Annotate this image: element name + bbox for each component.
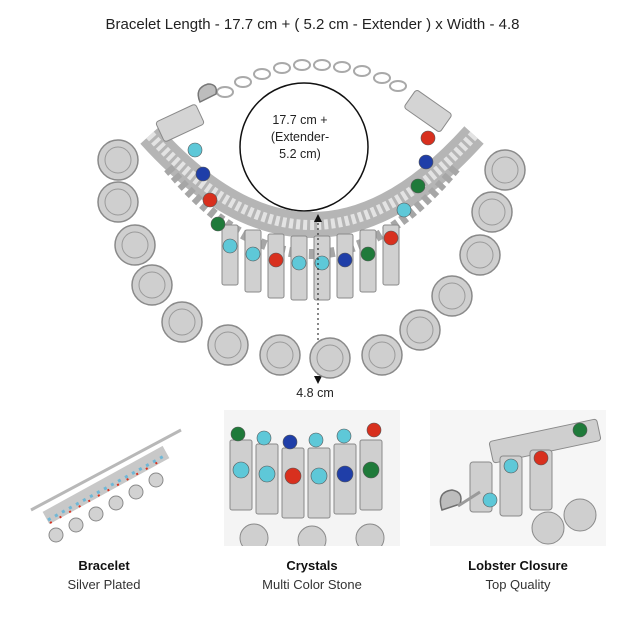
width-measure-label: 4.8 cm: [296, 386, 334, 400]
bracelet-side-image: [30, 428, 182, 543]
feature-title-lobster-closure: Lobster Closure: [468, 558, 568, 573]
bracelet-main-image: [97, 59, 526, 384]
thumbnail-lobster-closure: [430, 410, 606, 546]
crystal-stones: [187, 130, 436, 271]
page-title: Bracelet Length - 17.7 cm + ( 5.2 cm - E…: [105, 16, 520, 33]
coin-engravings: [104, 146, 519, 372]
length-measure-label: 17.7 cm + (Extender- 5.2 cm): [270, 113, 330, 161]
left-end-plate: [155, 104, 205, 142]
thumbnail-bracelet: [16, 410, 192, 546]
feature-subtitle-bracelet: Silver Plated: [67, 577, 141, 592]
thumbnail-crystals: [224, 410, 400, 546]
feature-subtitle-lobster-closure: Top Quality: [485, 577, 551, 592]
feature-subtitle-crystals: Multi Color Stone: [262, 577, 362, 592]
lobster-closure-image: [430, 410, 606, 546]
crystals-closeup-image: [224, 410, 400, 546]
coin-charms: [97, 139, 526, 379]
right-end-plate: [404, 90, 452, 132]
feature-title-bracelet: Bracelet: [78, 558, 130, 573]
feature-title-crystals: Crystals: [286, 558, 338, 573]
extender-chain: [216, 59, 407, 98]
lobster-clasp: [197, 83, 218, 104]
length-measure-circle: [239, 82, 369, 212]
